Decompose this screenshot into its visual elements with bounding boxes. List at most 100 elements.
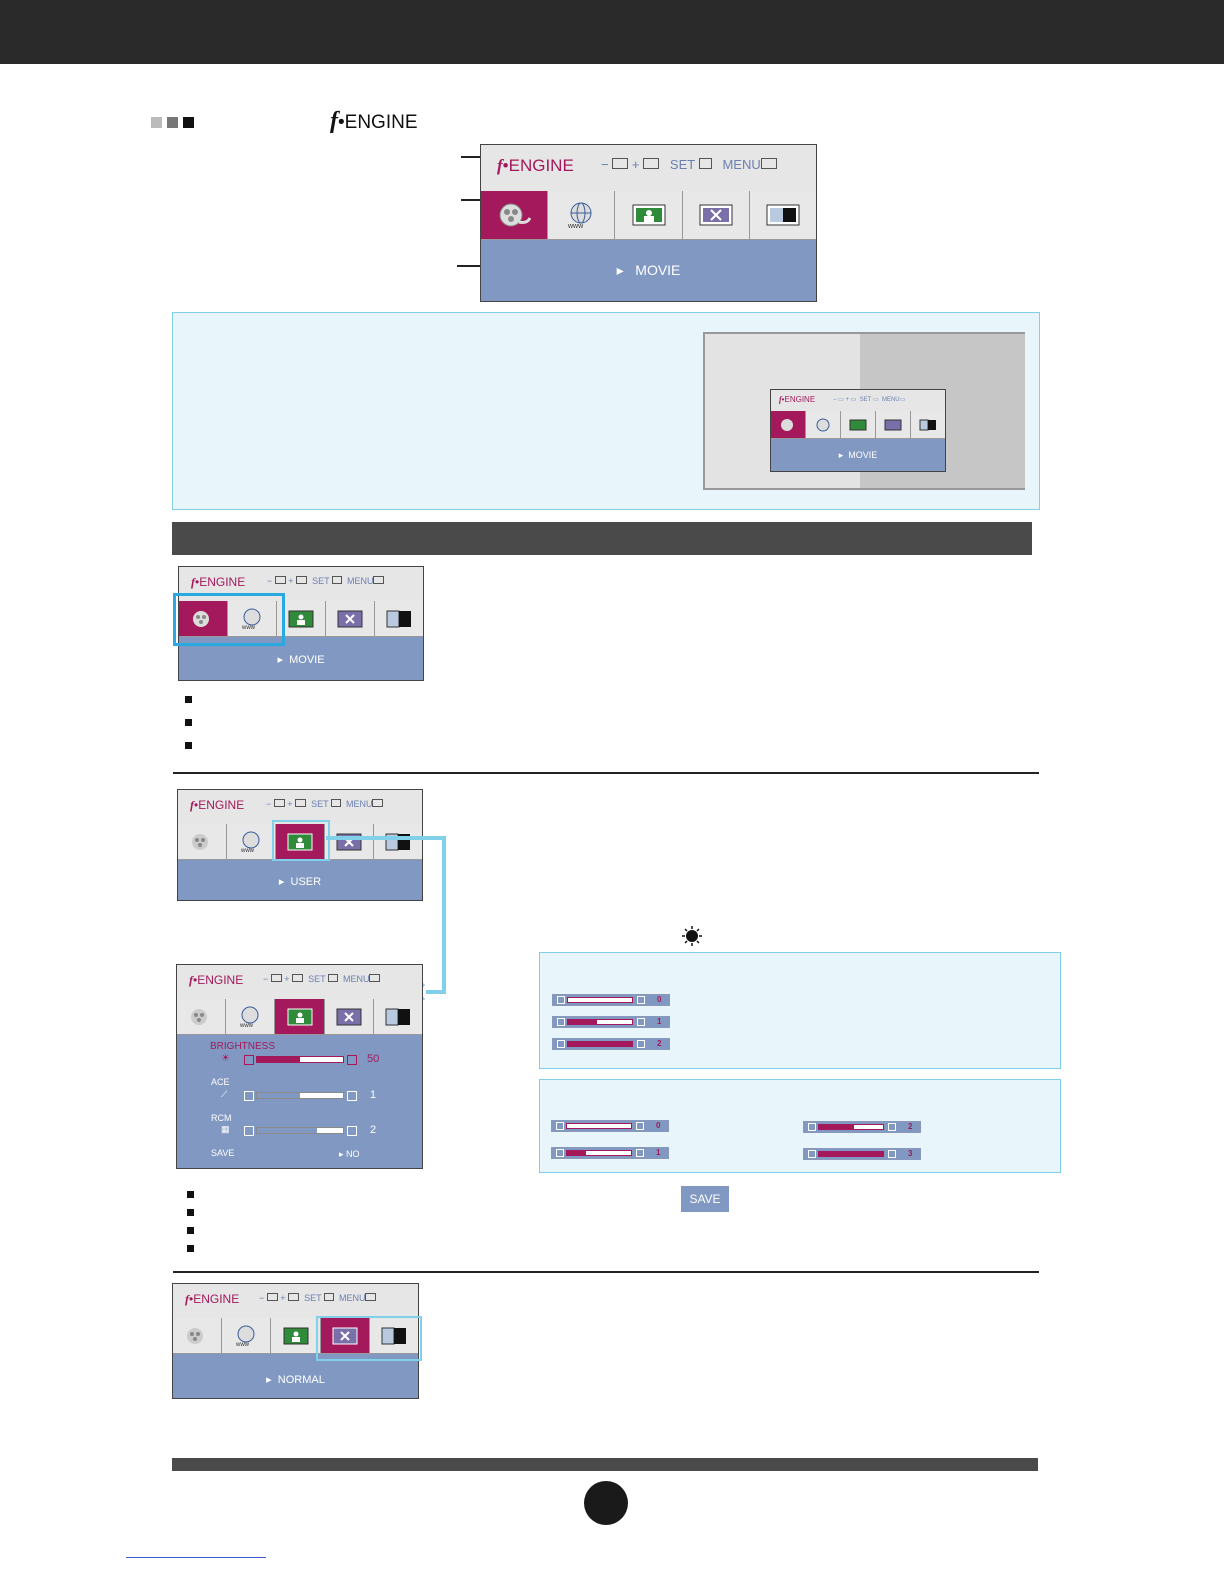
osd-normal: f•ENGINE − + SET MENU www ▸ NORMAL [172, 1283, 419, 1399]
rcm-level-bar: 2 [803, 1121, 921, 1133]
rcm-small-icon: ▦ [221, 1124, 230, 1134]
rcm-level-value: 0 [656, 1121, 661, 1130]
ace-level-value: 2 [657, 1039, 662, 1048]
save-label: SAVE [211, 1148, 235, 1158]
osd-user-adjust: f•ENGINE − + SET MENU www BRIGHTNESS ☀ 5… [176, 964, 423, 1169]
rcm-level-bar: 3 [803, 1148, 921, 1160]
brightness-slider[interactable] [256, 1056, 344, 1063]
osd-controls: − + SET MENU [601, 157, 777, 172]
osd-logo: f•ENGINE [497, 156, 574, 175]
heading-square-light [151, 117, 162, 128]
internet-icon[interactable]: www [222, 1318, 272, 1353]
svg-text:www: www [239, 1023, 254, 1028]
ace-plus[interactable] [347, 1091, 357, 1101]
bullet [187, 1191, 194, 1198]
rcm-level-value: 3 [908, 1149, 913, 1158]
brightness-small-icon: ☀ [221, 1053, 230, 1064]
internet-icon[interactable] [806, 411, 841, 438]
demo-split-icon[interactable] [375, 601, 423, 636]
internet-icon[interactable]: www [227, 824, 276, 859]
heading-logo-f: f [330, 108, 338, 134]
normal-icon[interactable] [682, 191, 750, 239]
user-photo-icon[interactable] [841, 411, 876, 438]
movie-icon[interactable] [771, 411, 806, 438]
ace-levels-box: 0 1 2 [539, 952, 1061, 1069]
normal-icon[interactable] [324, 999, 374, 1034]
rcm-level-value: 2 [908, 1122, 913, 1131]
page-number-badge [584, 1481, 628, 1525]
save-value[interactable]: ▸ NO [339, 1149, 360, 1159]
bullet [187, 1227, 194, 1234]
movie-icon[interactable] [173, 1318, 223, 1353]
normal-icon[interactable] [320, 1318, 370, 1353]
divider [173, 772, 1039, 774]
divider [173, 1271, 1039, 1273]
ace-small-icon: ⟋ [221, 1089, 228, 1099]
osd-main: f•ENGINE − + SET MENU www ▸ MOVIE [480, 144, 817, 302]
normal-icon[interactable] [876, 411, 911, 438]
svg-text:www: www [241, 625, 256, 630]
rcm-value: 2 [370, 1124, 377, 1136]
rcm-level-bar: 0 [551, 1120, 669, 1132]
ace-level-value: 0 [657, 995, 662, 1004]
brightness-plus[interactable] [347, 1055, 357, 1065]
demo-split-icon[interactable] [373, 999, 422, 1034]
callout-line-1 [461, 156, 481, 158]
user-photo-icon[interactable] [615, 191, 683, 239]
brightness-label: BRIGHTNESS [210, 1041, 276, 1052]
ace-value: 1 [370, 1089, 377, 1101]
rcm-minus[interactable] [244, 1126, 254, 1136]
demo-split-icon[interactable] [749, 191, 816, 239]
callout-line-3 [457, 265, 481, 267]
user-photo-icon[interactable] [276, 824, 325, 859]
section-band [172, 522, 1032, 555]
internet-icon[interactable]: www [548, 191, 616, 239]
rcm-level-value: 1 [656, 1148, 661, 1157]
ace-minus[interactable] [244, 1091, 254, 1101]
brightness-value: 50 [367, 1053, 380, 1065]
ace-label: ACE [211, 1077, 230, 1087]
rcm-plus[interactable] [347, 1126, 357, 1136]
ace-level-bar: 1 [552, 1016, 670, 1028]
movie-icon[interactable] [481, 191, 549, 239]
ace-level-bar: 2 [552, 1038, 670, 1050]
movie-icon[interactable] [178, 824, 227, 859]
demo-split-icon[interactable] [911, 411, 945, 438]
rcm-level-bar: 1 [551, 1147, 669, 1159]
user-photo-icon[interactable] [271, 1318, 321, 1353]
brightness-icon [682, 926, 702, 951]
rcm-slider[interactable] [256, 1127, 344, 1134]
footer-underline [126, 1557, 266, 1558]
osd-user: f•ENGINE − + SET MENU www ▸ USER [177, 789, 423, 901]
user-photo-icon[interactable] [275, 999, 325, 1034]
normal-icon[interactable] [326, 601, 375, 636]
osd-preview: f•ENGINE − ▭ + ▭ SET ▭ MENU▭ ▸ MOVIE [770, 389, 946, 472]
bullet [185, 696, 192, 703]
heading-square-dark [183, 117, 194, 128]
footer-band [172, 1458, 1038, 1471]
bullet [185, 742, 192, 749]
svg-text:www: www [240, 848, 255, 853]
rcm-levels-box: 0 1 2 3 [539, 1079, 1061, 1173]
demo-split-icon[interactable] [369, 1318, 418, 1353]
normal-demo-highlight [316, 1316, 422, 1361]
heading-square-mid [167, 117, 178, 128]
internet-icon[interactable]: www [226, 999, 276, 1034]
movie-icon[interactable] [177, 999, 227, 1034]
ace-slider[interactable] [256, 1092, 344, 1099]
brightness-minus[interactable] [244, 1055, 254, 1065]
movie-icon[interactable] [179, 601, 228, 636]
ace-level-bar: 0 [552, 994, 670, 1006]
heading-logo-sep: • [338, 112, 345, 133]
svg-text:www: www [235, 1342, 250, 1347]
bullet [185, 719, 192, 726]
heading-logo-engine: ENGINE [344, 112, 418, 133]
svg-text:www: www [567, 223, 584, 229]
heading-logo: f•ENGINE [330, 108, 418, 135]
rcm-label: RCM [211, 1113, 232, 1123]
user-highlight [272, 820, 330, 861]
save-button[interactable]: SAVE [681, 1186, 729, 1212]
callout-line-2 [461, 199, 481, 201]
user-photo-icon[interactable] [277, 601, 326, 636]
internet-icon[interactable]: www [228, 601, 277, 636]
